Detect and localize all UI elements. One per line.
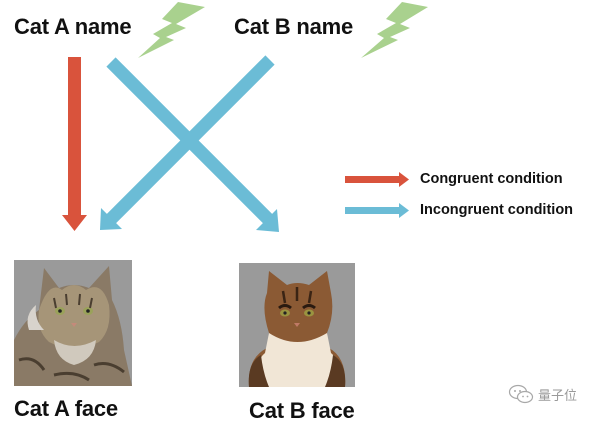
cat-a-name-label: Cat A name [14,14,132,39]
incongruent-arrow-b-to-a [100,55,275,230]
cat-a-face-label: Cat A face [14,396,118,421]
legend-incongruent-arrow [345,203,409,218]
legend-congruent-label: Congruent condition [420,171,563,187]
cat-b-face-label: Cat B face [249,398,355,423]
wechat-icon [508,384,534,404]
lightning-bolt-icon [361,2,428,58]
watermark: 量子位 [508,384,577,404]
legend-incongruent-label: Incongruent condition [420,202,574,218]
lightning-bolt-icon [138,2,205,58]
cat-b-name-label: Cat B name [234,14,354,39]
cat-b-face-image [239,263,355,387]
incongruent-arrow-a-to-b [106,57,279,232]
cat-a-face-image [14,260,132,386]
congruent-arrow [62,57,87,231]
watermark-text: 量子位 [538,388,578,404]
legend-congruent-arrow [345,172,409,187]
